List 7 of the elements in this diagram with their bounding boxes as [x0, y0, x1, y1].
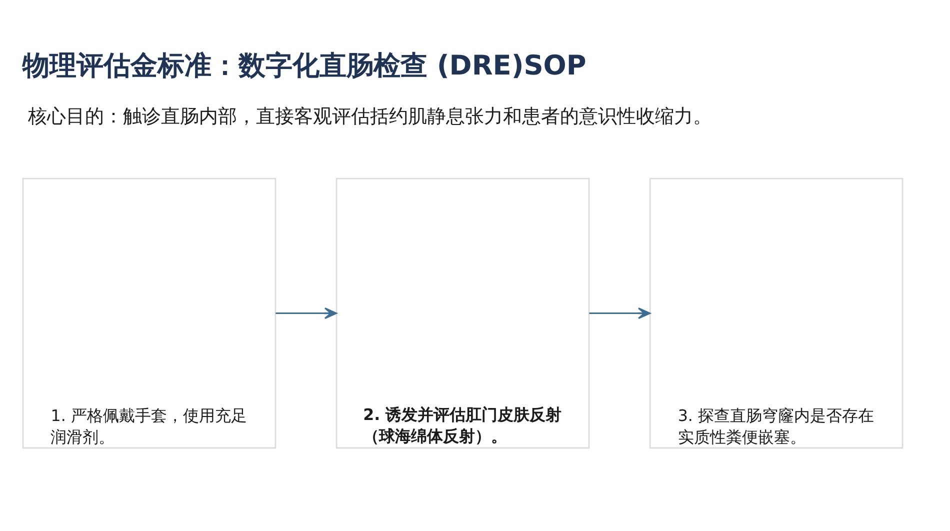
node-box: 3. 探查直肠穹窿内是否存在实质性粪便嵌塞。: [649, 178, 904, 449]
label: 核心目的：触诊直肠内部，直接客观评估括约肌静息张力和患者的意识性收缩力。: [28, 104, 712, 128]
arrow: [276, 307, 338, 320]
diagram-title: 物理评估金标准：数字化直肠检查 (DRE)SOP: [22, 50, 586, 82]
node-box: 2. 诱发并评估肛门皮肤反射（球海绵体反射）。: [336, 178, 590, 449]
arrow: [589, 307, 651, 320]
node-box: 1. 严格佩戴手套，使用充足润滑剂。: [22, 178, 276, 449]
